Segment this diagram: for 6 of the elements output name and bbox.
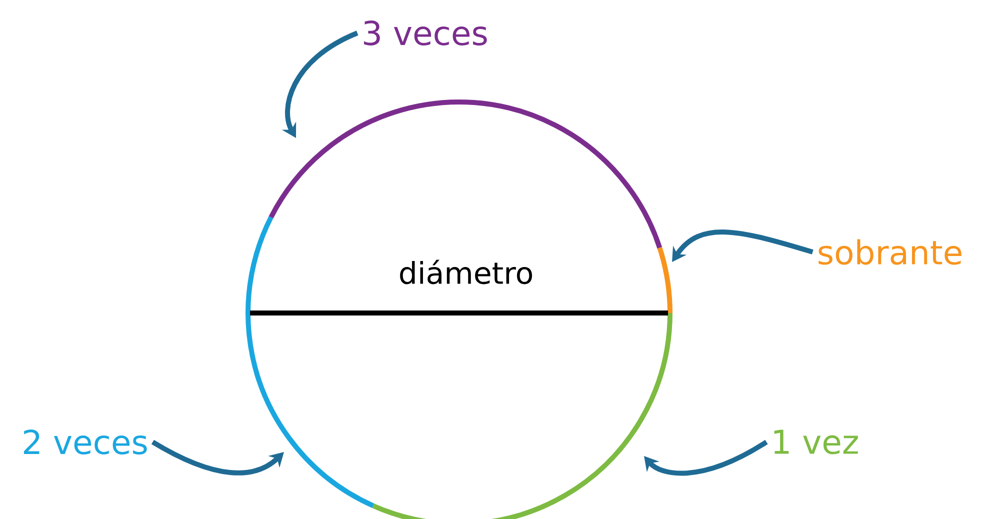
label-text: 1 vez bbox=[774, 430, 858, 454]
label-text: 2 veces bbox=[24, 430, 147, 454]
curved-arrow bbox=[644, 440, 768, 476]
diameter-label: diámetro bbox=[400, 260, 532, 284]
label-text: sobrante bbox=[818, 239, 962, 265]
label-text: 3 veces bbox=[364, 20, 487, 46]
